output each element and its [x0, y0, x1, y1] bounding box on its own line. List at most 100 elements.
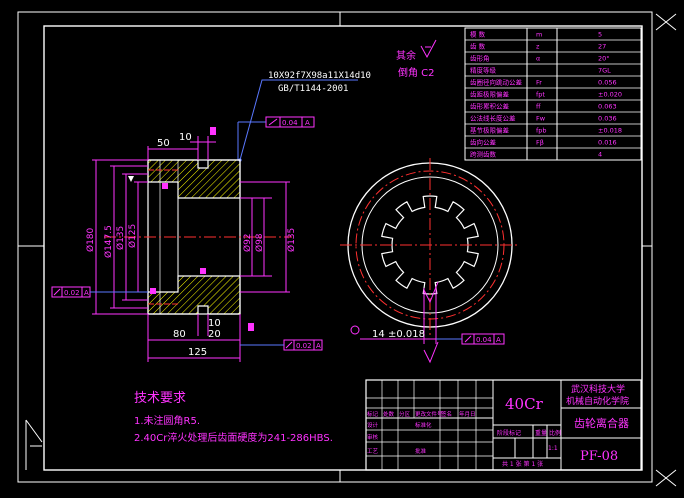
tech-req-line2: 2.40Cr淬火处理后齿面硬度为241-286HBS.: [134, 431, 333, 444]
dim-origin-circle: [350, 325, 360, 335]
dim-len80: 80: [173, 329, 186, 340]
table-cell-label: 跨测齿数: [470, 150, 497, 159]
outer-frame: [17, 11, 653, 483]
table-cell-symbol: α: [536, 55, 540, 63]
technical-requirements: 技术要求 1.未注圆角R5. 2.40Cr淬火处理后齿面硬度为241-286HB…: [134, 391, 333, 444]
dim-d135-right: Ø135: [286, 228, 297, 252]
gdt-frame-right: 0.04 A: [436, 333, 505, 345]
title-header-cell: 分区: [399, 410, 411, 418]
spline-spec-line1: 10X92f7X98a11X14d10: [268, 71, 371, 81]
table-cell-label: 齿向公差: [470, 138, 497, 147]
svg-text:0.04: 0.04: [282, 119, 298, 127]
table-cell-value: ±0.020: [598, 91, 622, 99]
spline-spec-line2: GB/T1144-2001: [278, 84, 348, 94]
title-header-cell: 处数: [383, 410, 395, 418]
dim-d98: Ø98: [254, 233, 265, 252]
front-view: [340, 158, 520, 335]
table-cell-value: 7GL: [598, 67, 611, 75]
school-line1: 武汉科技大学: [571, 383, 625, 395]
dim-len10b: 10: [208, 318, 221, 329]
dim-d135: Ø135: [115, 226, 126, 250]
table-cell-value: ±0.018: [598, 127, 622, 135]
title-row-cell: 审核: [367, 433, 379, 441]
stage-label: 阶段标记: [497, 429, 521, 437]
datum-a-icon: [128, 176, 134, 182]
roughness-icon: [423, 281, 439, 364]
dim-d180: Ø180: [85, 227, 96, 252]
material-label: 40Cr: [505, 395, 544, 413]
part-name-label: 齿轮离合器: [574, 416, 629, 430]
school-line2: 机械自动化学院: [566, 395, 629, 407]
right-diameter-dims: [240, 181, 290, 293]
title-block: 标记处数分区更改文件号签名年月日设计标准化审核工艺批准 40Cr 武汉科技大学 …: [365, 379, 642, 471]
table-cell-label: 齿距极限偏差: [470, 90, 510, 99]
section-view: [104, 159, 292, 315]
scale-value: 1:1: [548, 445, 558, 452]
dim-d125: Ø125: [127, 224, 138, 248]
dim-width14: 14: [372, 329, 385, 340]
svg-text:A: A: [305, 119, 310, 127]
title-row-cell: 设计: [367, 421, 379, 429]
svg-text:0.04: 0.04: [476, 336, 492, 344]
table-cell-symbol: m: [536, 31, 542, 39]
top-length-dims: [147, 136, 216, 160]
table-cell-symbol: z: [536, 43, 540, 51]
dim-len125: 125: [188, 347, 207, 358]
title-header-cell: 更改文件号: [415, 410, 443, 418]
dim-len50: 50: [157, 138, 170, 149]
table-cell-value: 27: [598, 43, 606, 51]
surface-finish-note: 其余 倒角 C2: [396, 39, 437, 79]
bottom-length-dims: [147, 314, 241, 362]
table-cell-value: 0.016: [598, 139, 617, 147]
table-cell-label: 模 数: [470, 30, 486, 39]
svg-text:0.02: 0.02: [296, 342, 312, 350]
tech-req-line1: 1.未注圆角R5.: [134, 414, 200, 427]
table-cell-symbol: Fβ: [536, 139, 544, 147]
spline-spec-callout: 10X92f7X98a11X14d10 GB/T1144-2001: [238, 71, 371, 162]
table-cell-value: 4: [598, 151, 602, 159]
table-cell-symbol: ff: [536, 103, 541, 111]
svg-text:A: A: [496, 336, 501, 344]
roughness-icon: [420, 39, 437, 59]
scale-label: 比例: [549, 429, 561, 437]
corner-mark-icon: [655, 13, 677, 487]
svg-text:0.02: 0.02: [64, 289, 80, 297]
spline-hole: [381, 195, 479, 295]
svg-text:A: A: [84, 289, 89, 297]
weight-label: 重量: [535, 429, 547, 437]
inner-frame: [43, 25, 643, 471]
dim-d92: Ø92: [242, 233, 253, 252]
surface-rest-label: 其余: [396, 49, 416, 62]
table-cell-value: 0.036: [598, 115, 617, 123]
runout-arrow-icon: [53, 288, 61, 296]
dim-d147: Ø147.5: [103, 225, 114, 258]
projection-symbol-icon: [25, 419, 43, 470]
dim-len10: 10: [179, 132, 192, 143]
table-cell-label: 齿 数: [470, 42, 486, 51]
sheet-info: 共 1 张 第 1 张: [502, 460, 543, 468]
runout-arrow-icon: [268, 118, 278, 126]
roughness-marker: [150, 127, 254, 331]
table-cell-label: 基节极限偏差: [470, 126, 510, 135]
table-cell-value: 5: [598, 31, 602, 39]
runout-arrow-icon: [285, 341, 293, 349]
table-cell-symbol: fpb: [536, 127, 547, 135]
title-row-cell: 工艺: [367, 448, 379, 455]
title-row-cell: 批准: [415, 447, 427, 455]
table-cell-value: 0.056: [598, 79, 617, 87]
svg-text:A: A: [316, 342, 321, 350]
table-cell-value: 0.063: [598, 103, 617, 111]
gdt-frame-bottom: 0.02 A: [240, 339, 323, 351]
dim-width14-tol: ±0.018: [388, 329, 425, 340]
table-cell-symbol: Fw: [536, 115, 546, 123]
table-cell-label: 精度等级: [470, 66, 497, 75]
table-cell-symbol: Fr: [536, 79, 542, 87]
title-row-cell: 标准化: [415, 421, 432, 429]
spline-width-dim: [360, 288, 437, 344]
drawing-number: PF-08: [580, 449, 618, 464]
tech-req-title: 技术要求: [134, 391, 186, 406]
chamfer-label: 倒角 C2: [398, 67, 435, 79]
gdt-frame-top: 0.04 A: [237, 116, 315, 160]
